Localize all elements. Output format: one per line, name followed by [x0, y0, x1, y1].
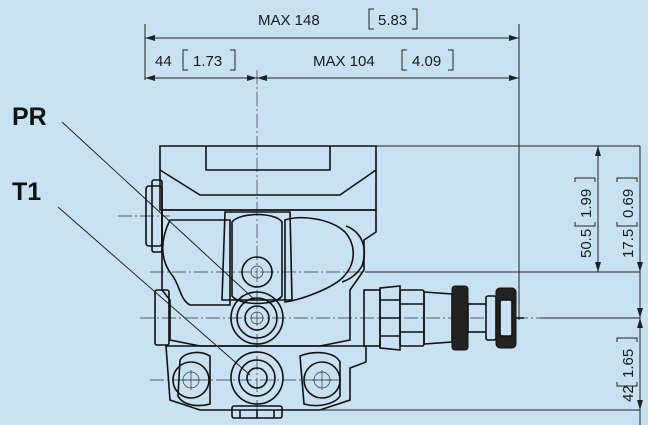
port-label-t1: T1 — [12, 178, 41, 206]
dim-height-bottom-value: 42 — [620, 385, 637, 402]
dim-height-inner-inch: 0.69 — [620, 189, 637, 218]
dim-height-bottom-inch: 1.65 — [620, 349, 637, 378]
center-lines — [118, 70, 545, 420]
dim-height-inner-value: 17.5 — [620, 229, 637, 258]
dim-left-offset-inch: 1.73 — [193, 53, 222, 70]
solenoid-assembly — [363, 285, 524, 351]
dim-height-top-value: 50.5 — [578, 229, 595, 258]
dim-height-top-inch: 1.99 — [578, 189, 595, 218]
dim-overall-width-inch: 5.83 — [378, 12, 407, 29]
dim-overall-width-value: MAX 148 — [258, 12, 320, 29]
dimension-overall-width: MAX 148 5.83 — [144, 8, 520, 320]
valve-body — [145, 145, 377, 419]
dim-right-offset-inch: 4.09 — [412, 53, 441, 70]
leader-line-pr — [61, 121, 256, 301]
dim-right-offset-value: MAX 104 — [313, 53, 375, 70]
leader-line-t1 — [57, 206, 251, 376]
port-label-pr: PR — [12, 103, 47, 131]
dim-left-offset-value: 44 — [155, 53, 172, 70]
dimension-verticals: 50.5 1.99 17.5 0.69 42 1.65 — [300, 145, 643, 425]
dimension-left-right: 44 1.73 MAX 104 4.09 — [145, 49, 519, 81]
